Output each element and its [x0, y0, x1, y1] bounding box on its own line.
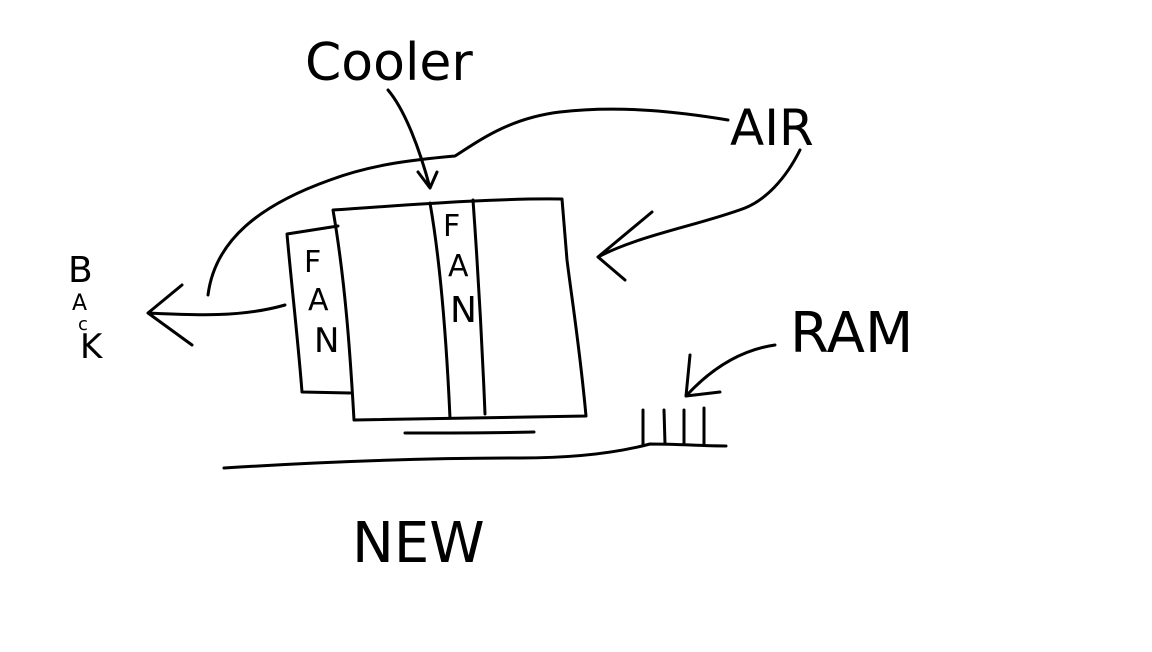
- cpu-socket-line: [403, 430, 536, 435]
- ram-slots: [641, 406, 706, 446]
- cooler-pointer-arrow: [386, 88, 439, 190]
- svg-text:A: A: [448, 249, 469, 284]
- svg-text:A: A: [308, 283, 329, 318]
- front-fan-left-edge: [428, 201, 452, 420]
- back-label: B A c K: [68, 250, 104, 367]
- svg-text:N: N: [314, 321, 339, 361]
- svg-text:A: A: [72, 291, 87, 316]
- motherboard-line: [222, 442, 728, 470]
- svg-text:N: N: [450, 290, 477, 331]
- air-intake-arrow: [596, 148, 802, 282]
- new-label: NEW: [352, 511, 485, 576]
- front-fan-label: F A N: [443, 209, 477, 331]
- ram-label: RAM: [790, 301, 913, 366]
- cooler-body: [331, 197, 588, 422]
- air-exhaust-arc: [206, 107, 730, 297]
- cooler-label: Cooler: [305, 33, 473, 93]
- svg-text:K: K: [80, 327, 104, 367]
- svg-text:F: F: [304, 245, 321, 280]
- front-fan-right-edge: [471, 198, 487, 416]
- svg-text:F: F: [443, 209, 460, 244]
- air-label: AIR: [730, 99, 814, 157]
- back-arrow: [146, 283, 287, 347]
- svg-text:B: B: [68, 250, 93, 291]
- rear-fan-body: [285, 224, 352, 395]
- svg-text:c: c: [78, 314, 88, 335]
- rear-fan-label: F A N: [304, 245, 339, 361]
- ram-pointer-arrow: [684, 343, 777, 398]
